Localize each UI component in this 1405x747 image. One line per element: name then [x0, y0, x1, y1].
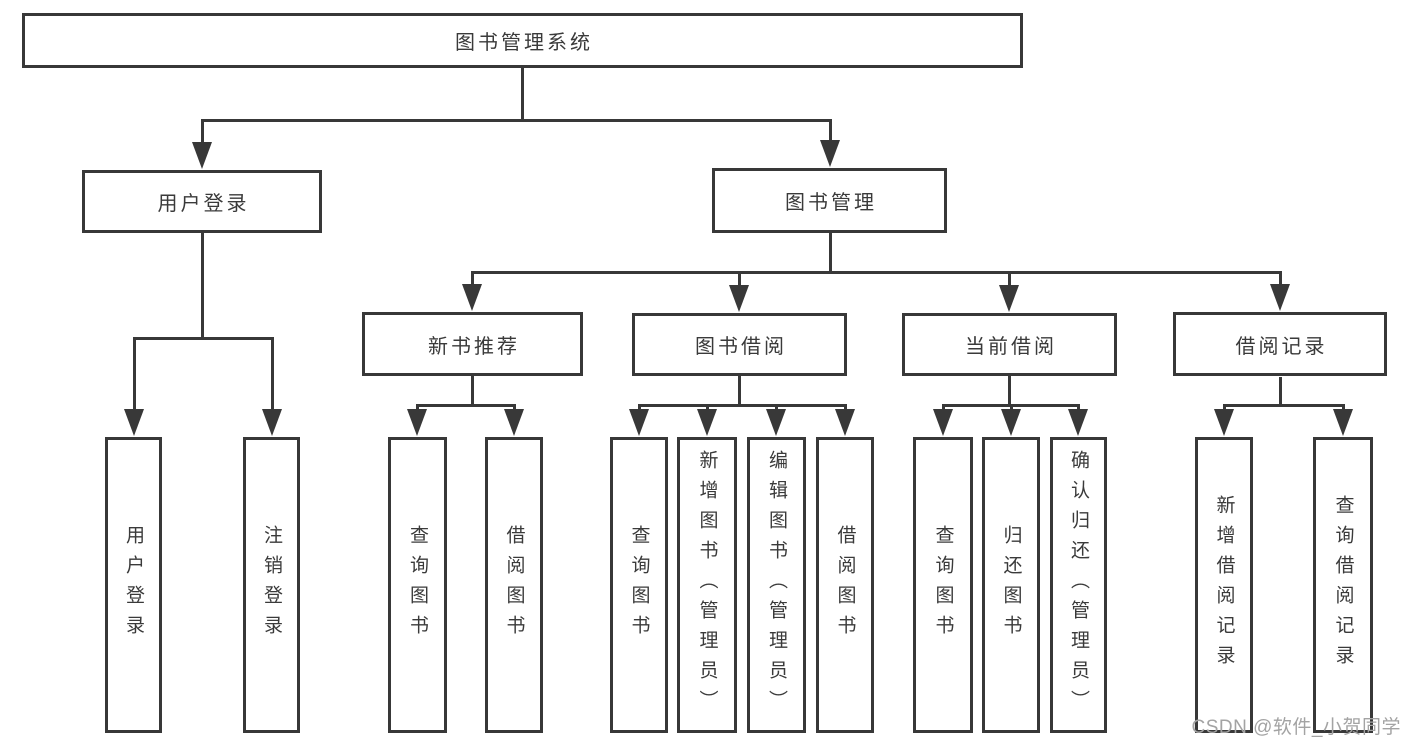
node-current-borrowing: 当前借阅: [902, 313, 1117, 376]
arrow-down-icon: [407, 409, 427, 436]
arrow-down-icon: [999, 285, 1019, 312]
connector-stem: [520, 68, 524, 120]
arrow-down-icon: [766, 409, 786, 436]
arrow-down-icon: [1333, 409, 1353, 436]
connector-arrow-line: [828, 119, 832, 149]
node-user-login-group: 用户登录: [82, 170, 322, 233]
arrow-down-icon: [262, 409, 282, 436]
connector-bar: [637, 403, 847, 407]
node-label-edit-books-admin: 编辑图书（管理员）: [766, 450, 787, 720]
connector-bar: [470, 270, 1282, 274]
node-return-books: 归还图书: [982, 437, 1040, 733]
arrow-down-icon: [729, 285, 749, 312]
node-query-books-3: 查询图书: [913, 437, 973, 733]
node-logout: 注销登录: [243, 437, 300, 733]
connector-stem: [1007, 376, 1011, 405]
node-book-borrowing: 图书借阅: [632, 313, 847, 376]
arrow-down-icon: [1214, 409, 1234, 436]
node-label-user-login: 用户登录: [123, 525, 144, 645]
node-add-books-admin: 新增图书（管理员）: [677, 437, 737, 733]
node-user-login: 用户登录: [105, 437, 162, 733]
node-label-logout: 注销登录: [261, 525, 282, 645]
node-book-management: 图书管理: [712, 168, 947, 233]
node-label-query-books-2: 查询图书: [628, 525, 650, 645]
arrow-down-icon: [462, 284, 482, 311]
connector-arrow-line: [200, 119, 204, 151]
node-new-book-recommend: 新书推荐: [362, 312, 583, 376]
arrow-down-icon: [1068, 409, 1088, 436]
node-label-book-management: 图书管理: [785, 192, 877, 214]
connector-bar: [415, 403, 516, 407]
connector-stem: [200, 233, 204, 338]
node-label-return-books: 归还图书: [1000, 525, 1022, 645]
node-label-book-borrowing: 图书借阅: [695, 336, 787, 358]
node-label-confirm-return-admin: 确认归还（管理员）: [1068, 450, 1089, 720]
node-add-borrow-record: 新增借阅记录: [1195, 437, 1253, 733]
node-query-borrow-record: 查询借阅记录: [1313, 437, 1373, 733]
node-label-user-login-group: 用户登录: [157, 193, 250, 215]
connector-bar: [1222, 403, 1345, 407]
arrow-down-icon: [1001, 409, 1021, 436]
connector-stem: [737, 376, 741, 405]
node-query-books-1: 查询图书: [388, 437, 447, 733]
connector-bar: [200, 118, 832, 122]
node-label-borrow-books-2: 借阅图书: [834, 525, 856, 645]
node-borrow-books-1: 借阅图书: [485, 437, 543, 733]
node-label-borrowing-records: 借阅记录: [1235, 335, 1328, 358]
connector-arrow-line: [270, 337, 274, 418]
arrow-down-icon: [1270, 284, 1290, 311]
node-borrow-books-2: 借阅图书: [816, 437, 874, 733]
node-query-books-2: 查询图书: [610, 437, 668, 733]
node-root: 图书管理系统: [22, 13, 1023, 68]
node-label-root: 图书管理系统: [455, 32, 593, 54]
arrow-down-icon: [820, 140, 840, 167]
arrow-down-icon: [835, 409, 855, 436]
node-confirm-return-admin: 确认归还（管理员）: [1050, 437, 1107, 733]
node-edit-books-admin: 编辑图书（管理员）: [747, 437, 806, 733]
node-label-query-borrow-record: 查询借阅记录: [1332, 495, 1354, 675]
node-label-borrow-books-1: 借阅图书: [503, 525, 525, 645]
arrow-down-icon: [697, 409, 717, 436]
node-label-query-books-3: 查询图书: [932, 525, 954, 645]
connector-arrow-line: [737, 271, 741, 294]
node-label-current-borrowing: 当前借阅: [965, 336, 1057, 358]
arrow-down-icon: [933, 409, 953, 436]
csdn-watermark: CSDN @软件_小贺同学: [1191, 717, 1401, 738]
connector-arrow-line: [132, 337, 136, 418]
connector-stem: [1278, 377, 1282, 405]
node-label-query-books-1: 查询图书: [407, 525, 428, 645]
node-label-add-books-admin: 新增图书（管理员）: [696, 450, 718, 720]
connector-arrow-line: [470, 271, 474, 293]
arrow-down-icon: [629, 409, 649, 436]
connector-arrow-line: [1007, 271, 1011, 294]
node-borrowing-records: 借阅记录: [1173, 312, 1387, 376]
connector-arrow-line: [1278, 271, 1282, 293]
arrow-down-icon: [124, 409, 144, 436]
arrow-down-icon: [504, 409, 524, 436]
connector-stem: [828, 233, 832, 272]
node-label-new-book-recommend: 新书推荐: [428, 335, 520, 358]
node-label-add-borrow-record: 新增借阅记录: [1213, 495, 1235, 675]
connector-stem: [470, 376, 474, 405]
arrow-down-icon: [192, 142, 212, 169]
connector-bar: [132, 336, 274, 340]
